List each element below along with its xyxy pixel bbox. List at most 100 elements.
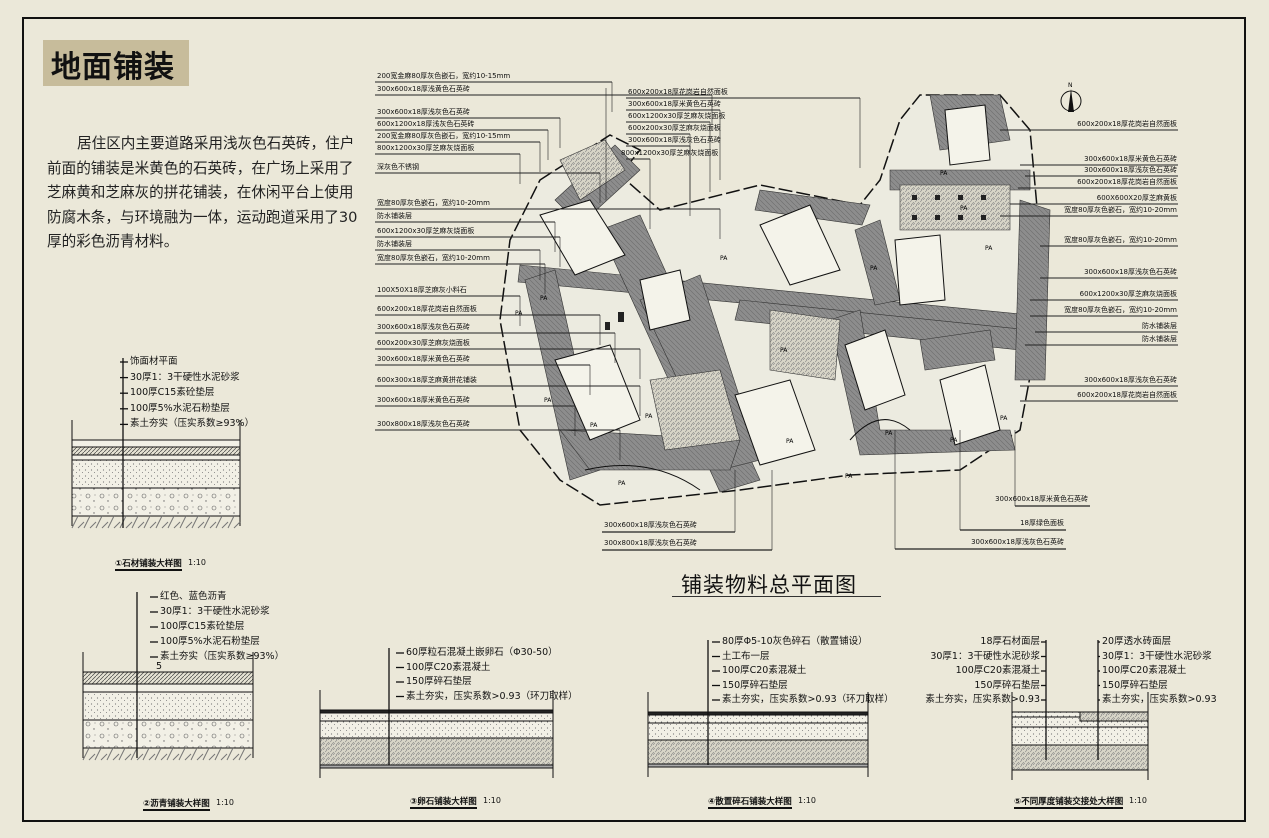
undefined <box>1011 744 1149 771</box>
left-callout-label: 防水铺装层 <box>377 240 412 248</box>
section-layer-label: 30厚1：3干硬性水泥砂浆 <box>1102 650 1212 662</box>
soil-hatch <box>143 515 157 529</box>
section-layer-label-left: 30厚1：3干硬性水泥砂浆 <box>930 650 1040 662</box>
left-callout-label: 600x200x30厚芝麻灰烧面板 <box>377 339 470 347</box>
section-layer-label: 100厚5%水泥石粉垫层 <box>130 402 230 414</box>
soil-hatch <box>119 515 133 529</box>
soil-hatch <box>226 747 240 761</box>
site-plan <box>499 94 1051 506</box>
top-callout-label: 600x200x18厚花岗岩自然面板 <box>628 88 728 96</box>
section-layer-label: 60厚粒石混凝土嵌卵石（Φ30-50） <box>406 647 558 658</box>
section-layer-label: 素土夯实（压实系数≥93%） <box>130 418 255 430</box>
parking-label: PA <box>960 205 968 212</box>
parking-label: PA <box>645 413 653 420</box>
right-callout-label: 600x200x18厚花岗岩自然面板 <box>1077 178 1177 186</box>
right-callout-label: 600X600X20厚芝麻黄板 <box>1096 194 1177 202</box>
section-layer-label: 100厚C20素混凝土 <box>1102 665 1187 676</box>
section-scale: 1:10 <box>798 796 816 805</box>
left-callout-label: 防水铺装层 <box>377 212 412 220</box>
section-layer-label: 100厚C20素混凝土 <box>406 661 491 673</box>
bottom-callout-label: 300x600x18厚米黄色石英砖 <box>995 495 1088 503</box>
soil-hatch <box>71 515 85 529</box>
parking-label: PA <box>544 397 552 404</box>
section-layer-label: 80厚Φ5-10灰色碎石（散置铺设） <box>722 636 868 647</box>
soil-hatch <box>83 515 97 529</box>
right-callout-label: 300x600x18厚浅灰色石英砖 <box>1084 268 1177 276</box>
section-title: ⑤不同厚度铺装交接处大样图 <box>1014 797 1124 809</box>
board-frame <box>22 17 1246 822</box>
svg-text:N: N <box>1068 82 1073 89</box>
section-title: ③卵石铺装大样图 <box>410 797 477 809</box>
title-box <box>43 40 189 86</box>
section-drawings <box>71 358 1149 780</box>
right-callout-label: 600x1200x30厚芝麻灰烧面板 <box>1079 290 1177 298</box>
soil-hatch <box>178 747 192 761</box>
soil-hatch <box>214 747 228 761</box>
right-callout-label: 600x200x18厚花岗岩自然面板 <box>1077 391 1177 399</box>
parking-label: PA <box>1000 415 1008 422</box>
right-callout-label: 防水铺装层 <box>1142 335 1177 343</box>
section-layer-label: 素土夯实，压实系数>0.93（环刀取样） <box>406 690 578 702</box>
right-callout-label: 宽度80厚灰色嵌石，宽约10-20mm <box>1064 306 1177 314</box>
section-layer-label: 100厚C15素砼垫层 <box>130 387 215 399</box>
section-layer-label: 20厚透水砖面层 <box>1102 636 1172 647</box>
undefined <box>82 691 254 721</box>
left-callout-label: 深灰色不锈钢 <box>377 163 419 171</box>
undefined <box>71 454 241 461</box>
parking-label: PA <box>950 437 958 444</box>
callout-leader-lines <box>375 81 1178 551</box>
section-layer-label: 100厚5%水泥石粉垫层 <box>160 636 260 647</box>
section-layer-label-left: 150厚碎石垫层 <box>974 679 1040 691</box>
undefined <box>647 763 869 768</box>
undefined <box>71 459 241 489</box>
top-callout-label: 300x600x18厚米黄色石英砖 <box>628 100 721 108</box>
parking-label: PA <box>786 438 794 445</box>
tree-pits <box>605 195 986 330</box>
left-callout-label: 宽度80厚灰色嵌石，宽约10-20mm <box>377 199 490 207</box>
soil-hatch <box>94 747 108 761</box>
bottom-callout-label: 18厚绿色面板 <box>1020 519 1064 527</box>
undefined <box>71 439 241 448</box>
left-callout-label: 200宽金麻80厚灰色嵌石，宽约10-15mm <box>377 72 511 80</box>
right-callout-label: 宽度80厚灰色嵌石，宽约10-20mm <box>1064 236 1177 244</box>
parking-label: PA <box>845 473 853 480</box>
right-callout-label: 300x600x18厚浅灰色石英砖 <box>1084 376 1177 384</box>
undefined <box>647 739 869 765</box>
undefined <box>82 719 254 749</box>
parking-label: PA <box>870 265 878 272</box>
parking-label: PA <box>720 255 728 262</box>
section-layer-label: 红色、蓝色沥青 <box>160 591 227 602</box>
parking-label: PA <box>515 310 523 317</box>
right-callout-label: 宽度80厚灰色嵌石，宽约10-20mm <box>1064 206 1177 214</box>
section-title: ①石材铺装大样图 <box>115 559 182 571</box>
left-callout-label: 800x1200x30厚芝麻灰烧面板 <box>377 144 475 152</box>
left-callout-label: 300x600x18厚米黄色石英砖 <box>377 355 470 363</box>
soil-hatch <box>82 747 96 761</box>
soil-hatch <box>107 515 121 529</box>
page-title: 地面铺装 <box>51 50 175 85</box>
undefined <box>647 722 869 741</box>
parking-label: PA <box>590 422 598 429</box>
section-title: ②沥青铺装大样图 <box>143 799 210 811</box>
left-callout-label: 300x600x18厚浅灰色石英砖 <box>377 108 470 116</box>
undefined <box>647 714 869 724</box>
soil-hatch <box>191 515 205 529</box>
section-layer-label: 素土夯实（压实系数≥93%） <box>160 651 285 662</box>
section-title: ④散置碎石铺装大样图 <box>708 797 792 809</box>
left-callout-label: 100X50X18厚芝麻灰小料石 <box>377 286 467 294</box>
parking-label: PA <box>780 347 788 354</box>
section-layer-label: 150厚碎石垫层 <box>1102 679 1168 691</box>
soil-hatch <box>166 747 180 761</box>
right-callout-label: 防水铺装层 <box>1142 322 1177 330</box>
plan-title: 铺装物料总平面图 <box>681 573 857 597</box>
soil-hatch <box>203 515 217 529</box>
raised-paver <box>1079 711 1149 722</box>
top-callout-label: 800x1200x30厚芝麻灰烧面板 <box>621 149 719 157</box>
right-callout-label: 300x600x18厚米黄色石英砖 <box>1084 155 1177 163</box>
track-curve <box>849 419 911 441</box>
parking-label: PA <box>885 430 893 437</box>
soil-hatch <box>202 747 216 761</box>
section-layer-label: 素土夯实，压实系数>0.93（环刀取样） <box>722 694 894 705</box>
section-scale: 1:10 <box>216 798 234 807</box>
section-layer-label: 30厚1：3干硬性水泥砂浆 <box>160 606 270 617</box>
